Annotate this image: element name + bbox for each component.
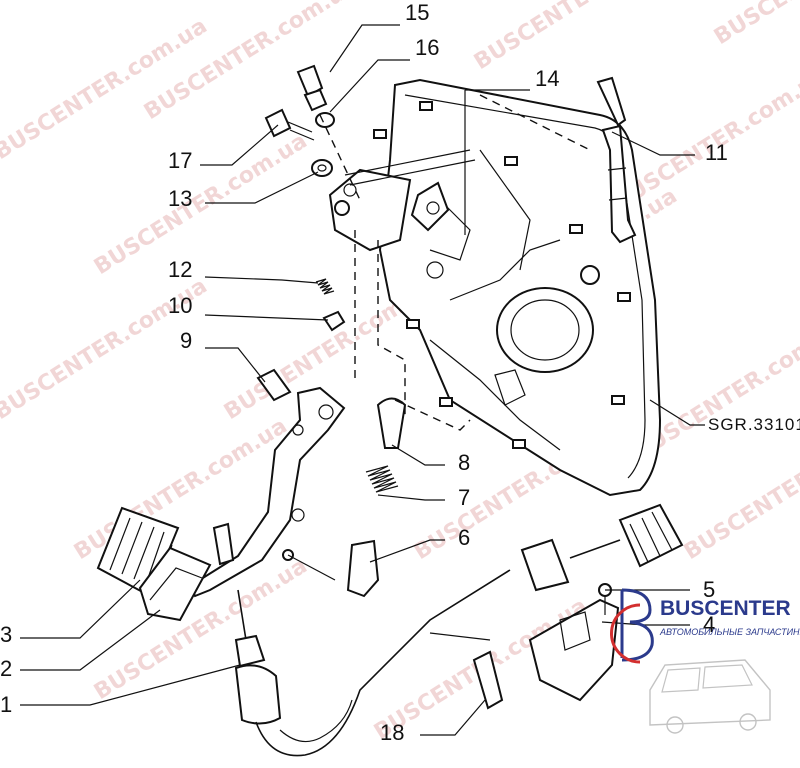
pedal-arm [188,386,346,598]
pushrod [376,397,407,449]
watermark-text: BUSCENTER.com.ua [710,0,800,50]
callout-6: 6 [458,525,470,550]
small-components [256,278,346,402]
callout-12: 12 [168,257,192,282]
callout-11: 11 [705,140,728,165]
callout-2: 2 [0,656,12,681]
callout-18: 18 [380,720,404,745]
callout-5: 5 [703,577,715,602]
cable-clip [472,650,504,710]
callout-10: 10 [168,293,192,318]
clutch-cable [234,503,684,757]
callout-3: 3 [0,622,12,647]
pedal-pad [138,546,212,622]
spring-small [315,278,335,295]
watermark-text: BUSCENTER.com.ua [680,414,800,565]
watermark-text: BUSCENTER.com.ua [470,0,692,75]
watermark-text: BUSCENTER.com.ua [140,0,362,125]
bleed-valve [296,64,324,98]
pushrod-assembly [346,397,407,598]
logo-tagline: АВТОМОБИЛЬНЫЕ ЗАПЧАСТИНИ [659,627,800,637]
callout-8: 8 [458,450,470,475]
callouts: 15 16 14 11 17 13 12 10 9 SGR.33101 8 7 … [0,0,800,745]
watermark-text: BUSCENTER.com.ua [90,129,312,280]
assembly-guides [319,94,591,641]
bushing [256,368,292,402]
logo-name: BUSCENTER [660,597,791,620]
washer [315,112,335,128]
callout-13: 13 [168,186,192,211]
callout-4: 4 [703,612,715,637]
bus-icon [649,659,771,734]
callout-1: 1 [0,692,12,717]
cable-bracket [472,583,620,710]
leader-lines [20,24,705,736]
callout-16: 16 [415,35,439,60]
callout-17: 17 [168,148,192,173]
callout-14: 14 [535,66,559,91]
cable-boot [618,503,684,568]
cap [322,310,346,332]
pivot-bracket [328,149,476,252]
spring-large [365,465,399,493]
callout-7: 7 [458,485,470,510]
reference-code: SGR.33101 [708,415,800,434]
callout-15: 15 [405,0,429,25]
callout-9: 9 [180,328,192,353]
housing-studs [373,101,631,449]
pedal-box-housing [373,78,662,497]
fasteners [264,64,335,177]
stop-plunger [346,539,380,598]
pedal-pads [96,506,212,622]
pedal-switch-sensor [596,76,637,244]
logo-emblem [620,588,654,662]
buscenter-logo: BUSCENTER АВТОМОБИЛЬНЫЕ ЗАПЧАСТИНИ [610,588,800,734]
